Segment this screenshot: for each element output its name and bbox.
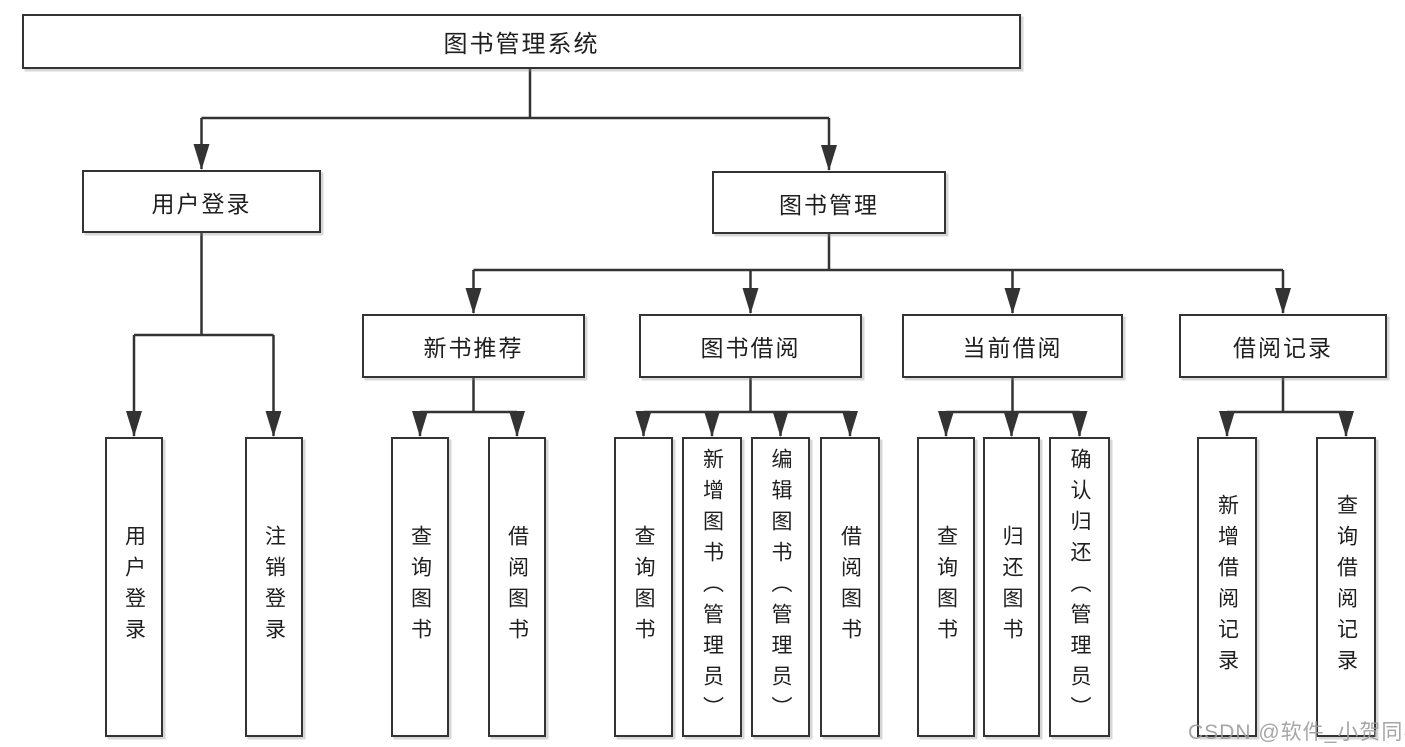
node-book-management: 图书管理: [712, 171, 946, 234]
node-user-login: 用户登录: [82, 170, 321, 233]
node-leaf-query-books-3: 查询图书: [917, 437, 975, 737]
node-leaf-confirm-return-admin: 确认归还（管理员）: [1049, 437, 1110, 737]
node-leaf-add-borrow-record: 新增借阅记录: [1197, 437, 1257, 737]
node-new-book-recommend: 新书推荐: [362, 314, 585, 378]
csdn-watermark: CSDN @软件_小贺同学: [1188, 721, 1405, 744]
node-root-system: 图书管理系统: [22, 14, 1021, 69]
node-book-borrow: 图书借阅: [639, 314, 862, 378]
node-leaf-query-books-1: 查询图书: [391, 437, 449, 737]
node-current-borrow: 当前借阅: [902, 314, 1123, 378]
node-leaf-add-books-admin: 新增图书（管理员）: [682, 437, 742, 737]
node-leaf-query-borrow-record: 查询借阅记录: [1316, 437, 1376, 737]
node-leaf-user-login: 用户登录: [105, 437, 163, 737]
node-leaf-logout: 注销登录: [245, 437, 303, 737]
node-leaf-return-books: 归还图书: [983, 437, 1040, 737]
node-leaf-edit-books-admin: 编辑图书（管理员）: [751, 437, 810, 737]
node-leaf-borrow-books-2: 借阅图书: [820, 437, 880, 737]
node-leaf-borrow-books-1: 借阅图书: [488, 437, 546, 737]
node-leaf-query-books-2: 查询图书: [614, 437, 673, 737]
node-borrow-records: 借阅记录: [1179, 314, 1387, 378]
